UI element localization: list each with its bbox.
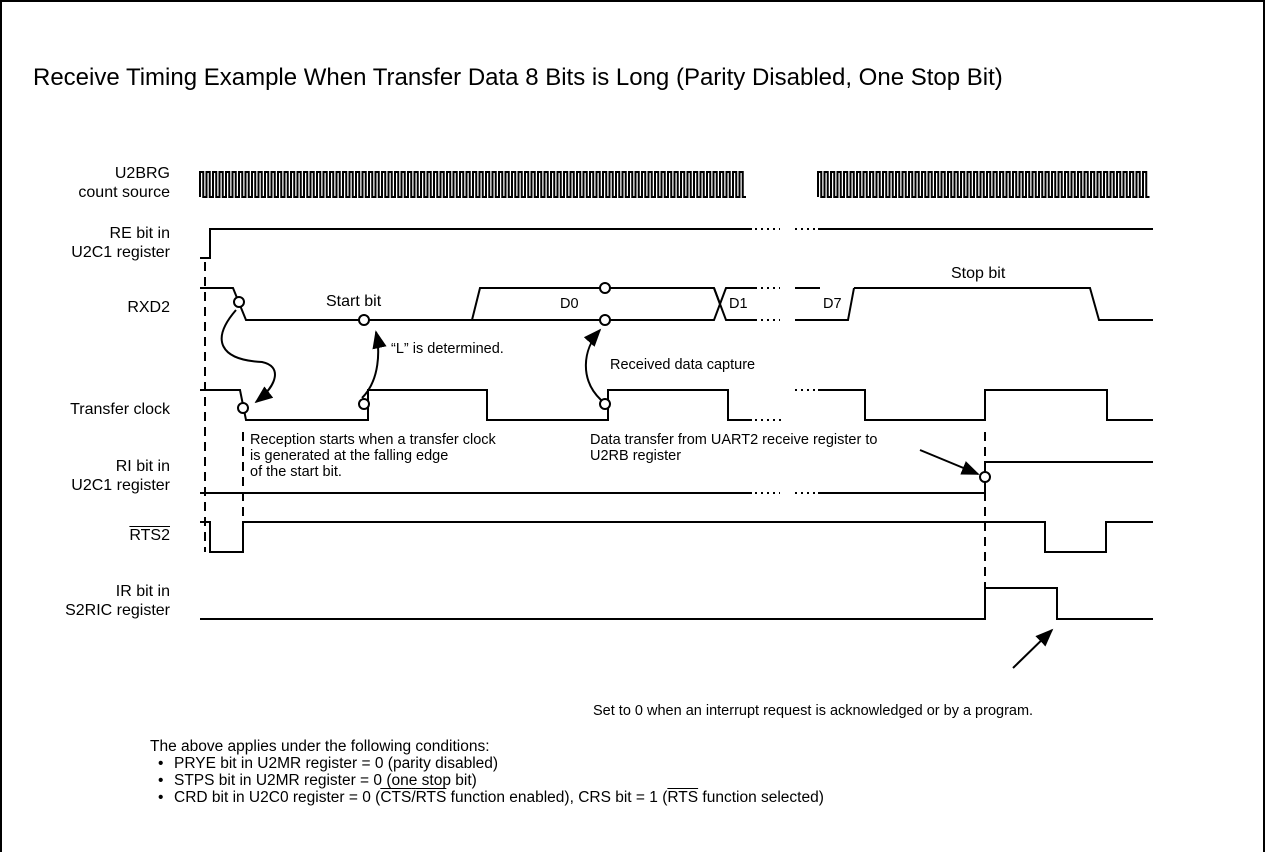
set-to-zero-note: Set to 0 when an interrupt request is ac… bbox=[593, 703, 1034, 719]
d0-low-marker bbox=[599, 314, 611, 326]
l-determined-arrow bbox=[361, 330, 387, 399]
start-bit-sample-marker bbox=[358, 314, 370, 326]
reception-start-note: Reception starts when a transfer clock i… bbox=[250, 432, 496, 480]
condition-text: function enabled), CRS bit = 1 ( bbox=[446, 789, 668, 806]
ri-transfer-arrow bbox=[919, 449, 980, 475]
condition-text: CRD bit in U2C0 register = 0 ( bbox=[174, 789, 381, 806]
slash: / bbox=[411, 789, 416, 806]
u2brg-label-line2: count source bbox=[78, 184, 170, 201]
reception-note-line3: of the start bit. bbox=[250, 464, 342, 480]
conditions-intro: The above applies under the following co… bbox=[150, 738, 490, 755]
rts-signal: RTS bbox=[415, 789, 447, 806]
d0-label: D0 bbox=[560, 296, 579, 312]
rxd2-data-cells bbox=[472, 287, 855, 321]
condition-item: PRYE bit in U2MR register = 0 (parity di… bbox=[158, 755, 824, 772]
conditions-list: PRYE bit in U2MR register = 0 (parity di… bbox=[150, 755, 824, 806]
conditions-block: The above applies under the following co… bbox=[150, 738, 824, 806]
data-transfer-line2: U2RB register bbox=[590, 448, 682, 464]
u2brg-clock-wave-right bbox=[817, 171, 1150, 198]
reception-note-line1: Reception starts when a transfer clock bbox=[250, 432, 496, 448]
u2brg-label-line1: U2BRG bbox=[114, 165, 170, 182]
rts-signal: RTS bbox=[667, 789, 699, 806]
ir-bit-wave bbox=[200, 587, 1153, 620]
figure-title: Receive Timing Example When Transfer Dat… bbox=[33, 64, 1003, 91]
data-capture-arrow bbox=[583, 328, 602, 401]
received-capture-label: Received data capture bbox=[610, 357, 756, 373]
d1-label: D1 bbox=[729, 296, 748, 312]
ri-set-marker bbox=[979, 471, 991, 483]
stop-bit-label: Stop bit bbox=[951, 265, 1006, 282]
ri-bit-label-line2: U2C1 register bbox=[71, 477, 170, 494]
re-bit-wave bbox=[200, 228, 1153, 259]
clock-rise-marker bbox=[358, 398, 370, 410]
start-bit-label: Start bit bbox=[326, 293, 382, 310]
rts2-wave bbox=[200, 521, 1153, 553]
data-transfer-note: Data transfer from UART2 receive registe… bbox=[590, 432, 877, 464]
reception-note-line2: is generated at the falling edge bbox=[250, 448, 449, 464]
condition-text: function selected) bbox=[698, 789, 824, 806]
rts2-label: RTS2 bbox=[129, 527, 170, 544]
transfer-clock-label: Transfer clock bbox=[70, 401, 170, 418]
gap-markers bbox=[755, 228, 815, 494]
re-bit-label-line1: RE bit in bbox=[109, 225, 170, 242]
reception-start-arrow bbox=[220, 309, 276, 404]
ir-clear-arrow bbox=[1012, 628, 1054, 669]
rxd2-falling-edge-marker bbox=[233, 296, 245, 308]
data-transfer-line1: Data transfer from UART2 receive registe… bbox=[590, 432, 878, 448]
re-bit-label-line2: U2C1 register bbox=[71, 244, 170, 261]
ri-bit-label-line1: RI bit in bbox=[115, 458, 170, 475]
capture-clock-marker bbox=[599, 398, 611, 410]
transfer-clock-wave bbox=[200, 389, 1153, 421]
re-bit-label: RE bit in U2C1 register bbox=[71, 224, 170, 262]
d0-high-marker bbox=[599, 282, 611, 294]
clock-start-marker bbox=[237, 402, 249, 414]
cts-signal: CTS bbox=[380, 789, 412, 806]
reference-lines bbox=[204, 262, 986, 588]
ir-bit-label-line2: S2RIC register bbox=[65, 602, 170, 619]
ri-bit-label: RI bit in U2C1 register bbox=[71, 457, 170, 495]
rxd2-label: RXD2 bbox=[127, 299, 170, 316]
condition-item: STPS bit in U2MR register = 0 (one stop … bbox=[158, 772, 824, 789]
u2brg-clock-wave-left bbox=[199, 171, 746, 198]
d7-label: D7 bbox=[823, 296, 842, 312]
u2brg-label: U2BRG count source bbox=[78, 164, 170, 202]
l-determined-label: “L” is determined. bbox=[391, 341, 504, 357]
ir-bit-label: IR bit in S2RIC register bbox=[65, 582, 170, 620]
condition-item: CRD bit in U2C0 register = 0 (CTS/RTS fu… bbox=[158, 789, 824, 806]
ir-bit-label-line1: IR bit in bbox=[115, 583, 170, 600]
